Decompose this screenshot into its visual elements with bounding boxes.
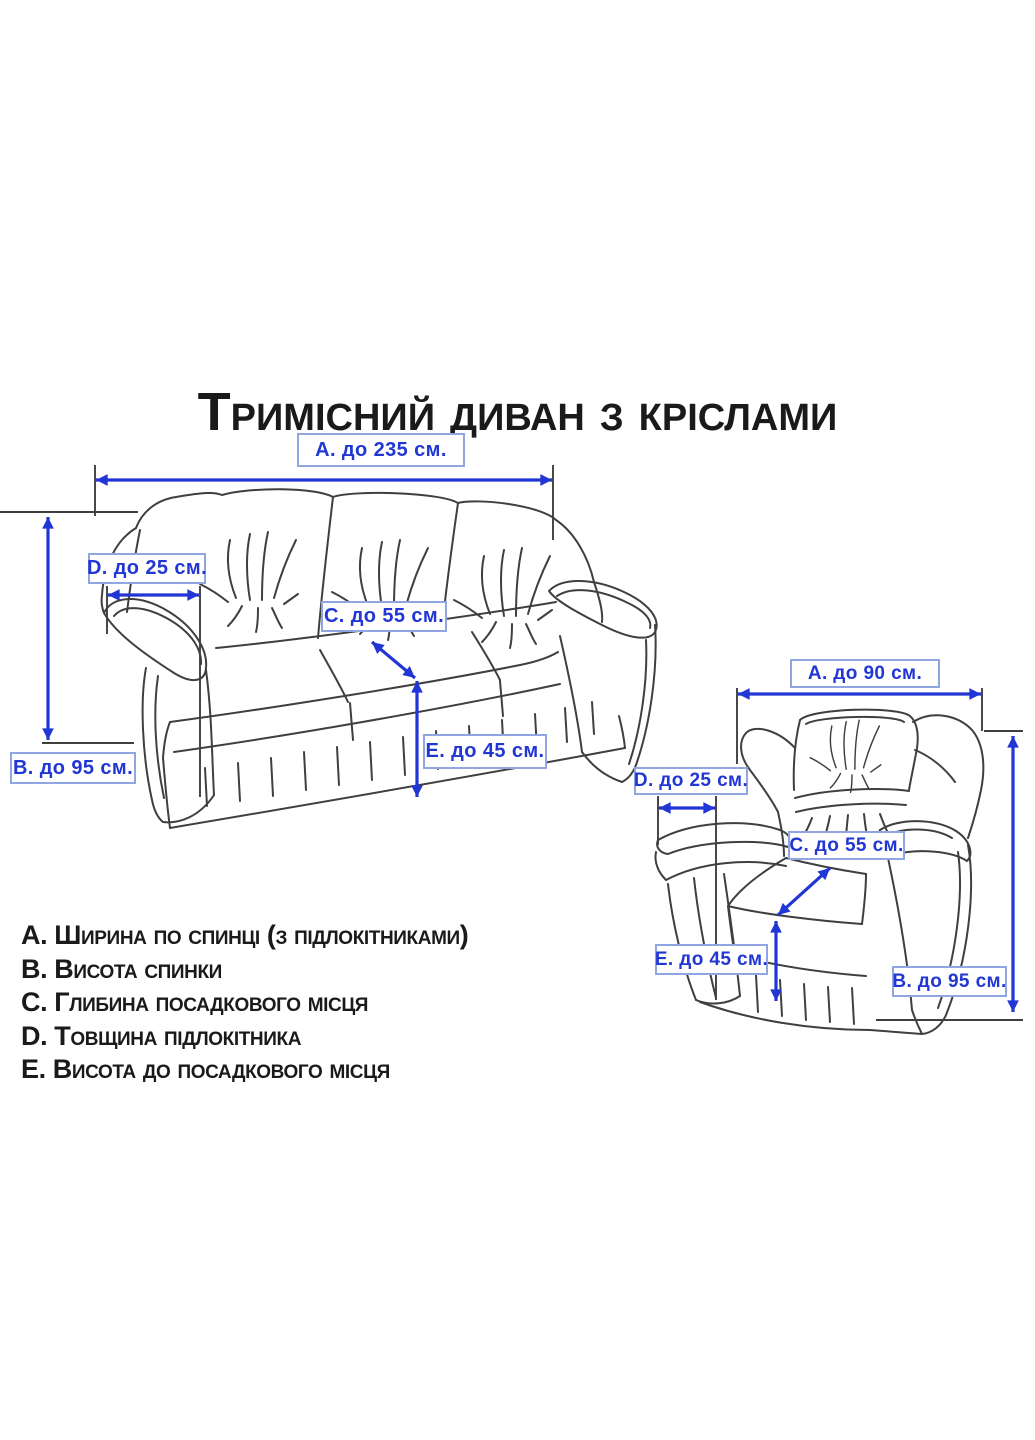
- armchair-seat-height-label: E. до 45 см.: [655, 944, 768, 975]
- legend-item: B. Висота спинки: [21, 953, 222, 984]
- legend-item: E. Висота до посадкового місця: [21, 1054, 390, 1084]
- sofa-width-label: A. до 235 см.: [297, 433, 465, 467]
- sofa-drawing: [100, 488, 658, 829]
- armchair-armrest-label: D. до 25 см.: [634, 767, 748, 795]
- legend-item: A. Ширина по спинці (з підлокітниками): [21, 920, 469, 950]
- armchair-back-height-label: B. до 95 см.: [892, 966, 1007, 997]
- extension-lines: [0, 465, 1023, 1021]
- dimension-legend: A. Ширина по спинці (з підлокітниками) B…: [21, 919, 469, 1087]
- sofa-back-height-label: B. до 95 см.: [10, 752, 136, 784]
- armchair-seat-depth-arrow: [776, 866, 832, 917]
- sofa-seat-height-label: E. до 45 см.: [423, 734, 547, 769]
- dimension-arrows: [42, 474, 1019, 1012]
- legend-item: C. Глибина посадкового місця: [21, 987, 369, 1017]
- sofa-armrest-label: D. до 25 см.: [87, 553, 207, 584]
- sofa-seat-depth-arrow: [370, 640, 417, 680]
- legend-item: D. Товщина підлокітника: [21, 1020, 302, 1051]
- armchair-width-label: A. до 90 см.: [790, 659, 940, 688]
- page-title: Тримісний диван з кріслами: [197, 382, 838, 442]
- armchair-seat-depth-label: C. до 55 см.: [788, 831, 905, 860]
- sofa-seat-depth-label: C. до 55 см.: [321, 601, 447, 632]
